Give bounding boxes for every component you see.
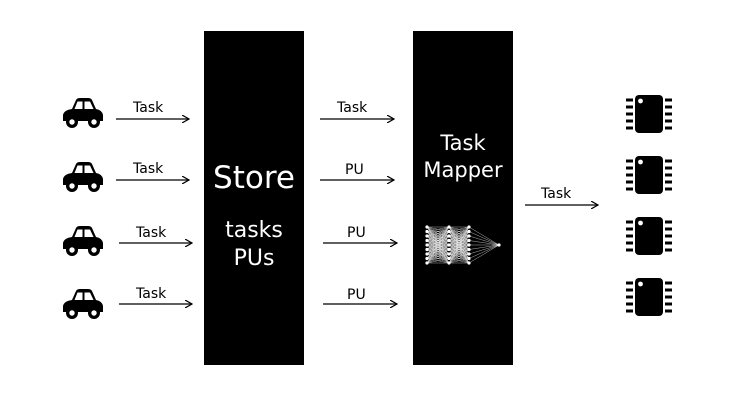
store-line-tasks: tasks	[225, 218, 283, 243]
chip-icon-3	[626, 216, 672, 260]
mapper-title-line1: Task	[440, 131, 486, 155]
chip-icon-2	[626, 155, 672, 199]
car-icon-2	[62, 160, 104, 198]
task-mapper-block: Task Mapper	[413, 31, 513, 365]
store-output-label-4: PU	[347, 287, 366, 303]
car-icon-4	[62, 287, 104, 325]
car-icon-3	[62, 224, 104, 262]
mapper-output-label: Task	[541, 186, 572, 202]
car-1-task-label: Task	[133, 100, 164, 116]
store-title: Store	[213, 160, 295, 196]
neural-network-icon	[423, 223, 503, 271]
store-output-label-2: PU	[345, 162, 364, 178]
car-2-task-label: Task	[133, 161, 164, 177]
car-4-task-label: Task	[136, 286, 167, 302]
chip-icon-4	[626, 277, 672, 321]
store-block: Store tasks PUs	[204, 31, 304, 365]
store-output-label-3: PU	[347, 225, 366, 241]
chip-icon-1	[626, 94, 672, 138]
store-output-label-1: Task	[337, 100, 368, 116]
store-line-pus: PUs	[233, 246, 275, 271]
car-3-task-label: Task	[136, 225, 167, 241]
car-icon-1	[62, 96, 104, 134]
mapper-title-line2: Mapper	[423, 158, 503, 182]
